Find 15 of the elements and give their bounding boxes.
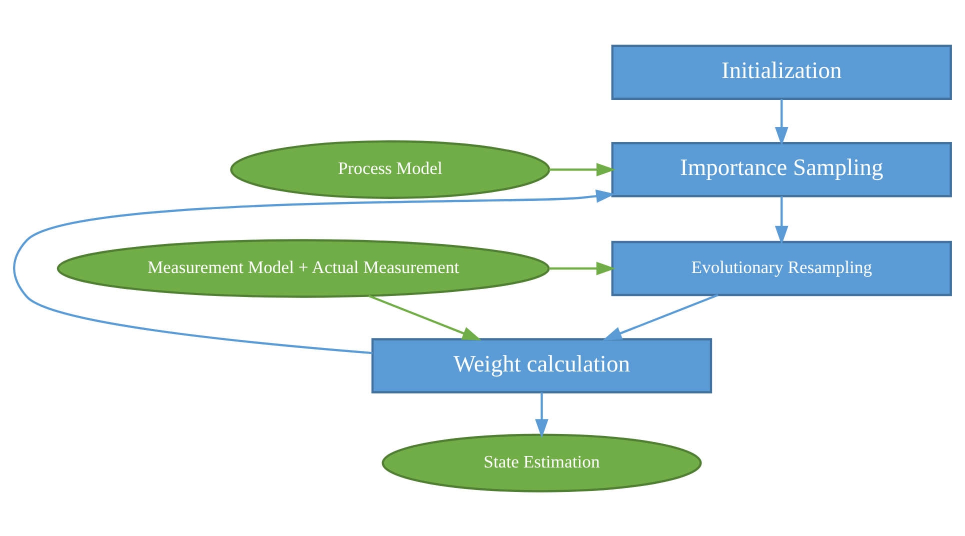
arrow <box>368 294 482 340</box>
node-box: Weight calculation <box>371 338 712 393</box>
arrow <box>774 98 788 146</box>
node-ellipse: Process Model <box>230 140 550 198</box>
arrow <box>602 293 718 340</box>
arrow <box>549 162 616 176</box>
arrow <box>13 188 616 354</box>
arrow <box>549 261 616 275</box>
node-ellipse: Measurement Model + Actual Measurement <box>56 238 550 298</box>
node-ellipse: State Estimation <box>382 433 702 492</box>
node-box: Importance Sampling <box>611 142 952 197</box>
node-box: Initialization <box>611 44 952 100</box>
node-box: Evolutionary Resampling <box>611 240 952 296</box>
arrow <box>535 392 548 438</box>
arrow <box>774 196 788 244</box>
